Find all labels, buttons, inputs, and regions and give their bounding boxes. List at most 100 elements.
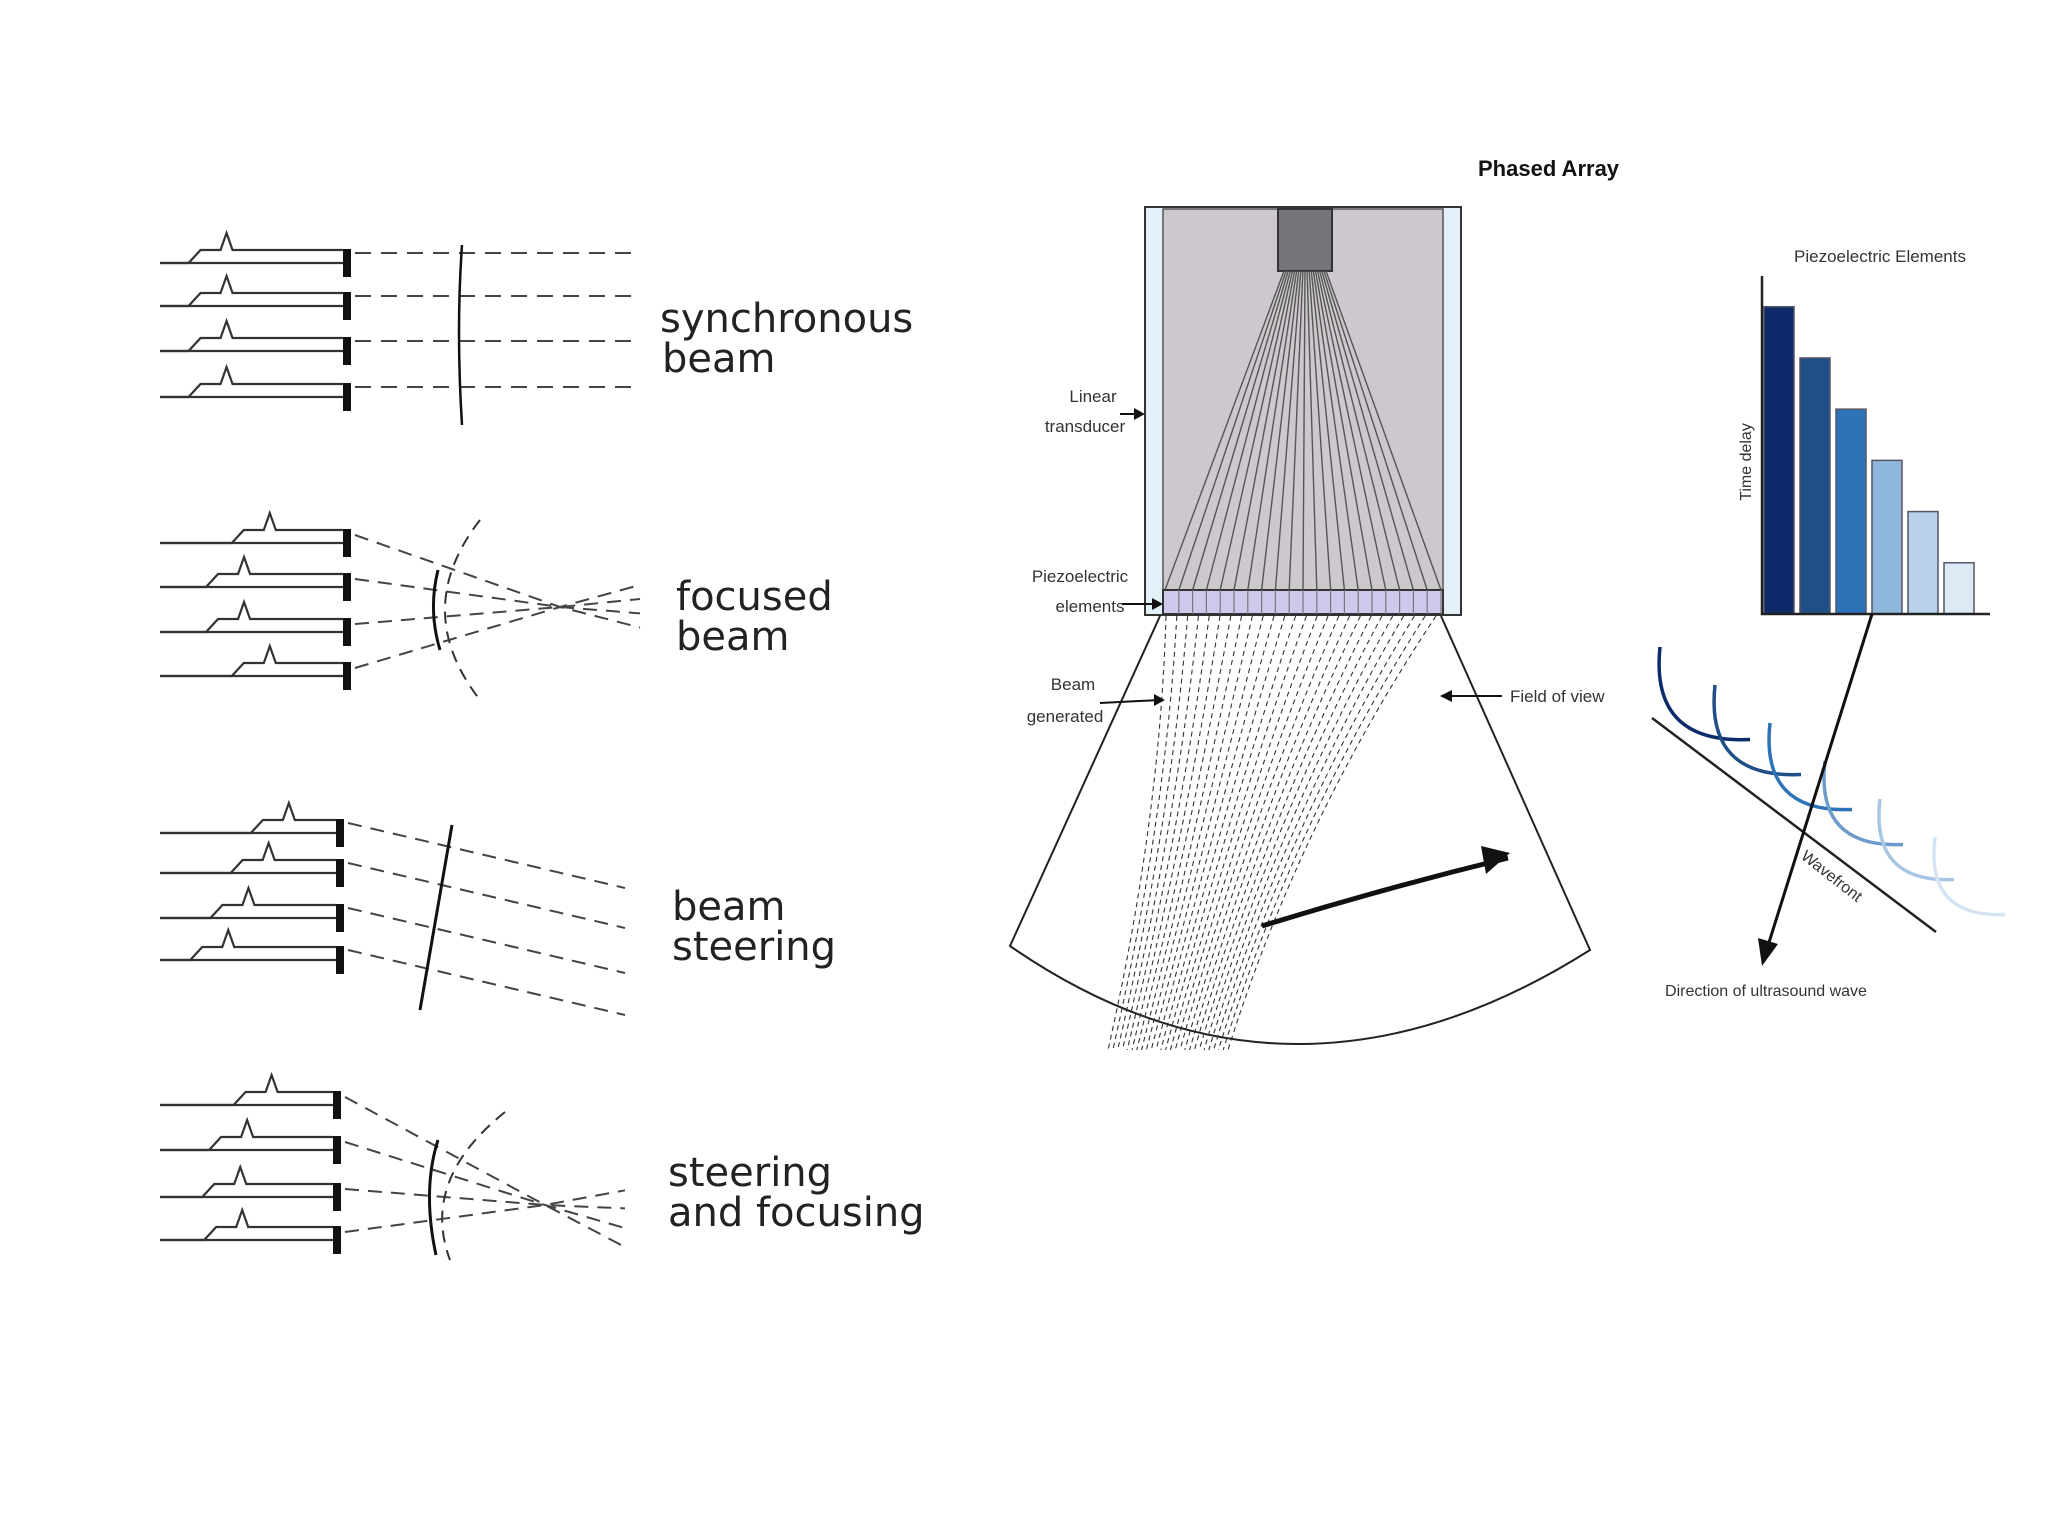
wavelet-arc — [1822, 760, 1904, 847]
transducer-element — [336, 904, 344, 932]
piezo-cells — [1178, 590, 1442, 614]
beam-line — [1189, 615, 1351, 1051]
sweep-arrow — [1261, 855, 1509, 929]
delay-bar — [1907, 510, 1939, 615]
wavelet-arc — [1877, 798, 1955, 882]
row-label-focused: focused — [676, 574, 833, 620]
row-label-steering: steering — [672, 924, 836, 970]
time-delay-chart: Piezoelectric Elements Time delay — [1738, 247, 1990, 616]
element-wire — [1312, 270, 1359, 591]
beam-line — [1213, 615, 1405, 1051]
pulse-trace — [160, 799, 336, 835]
wavefront-line — [418, 824, 454, 1011]
beam-line — [1121, 615, 1199, 1051]
linear-transducer-label-1: Linear — [1069, 387, 1117, 406]
element-wire — [1288, 270, 1304, 591]
transducer-element — [343, 383, 351, 411]
element-wire — [1325, 270, 1442, 591]
row-label-and-focusing: and focusing — [668, 1190, 925, 1236]
wavefront-line — [1651, 717, 1937, 933]
element-wire — [1319, 270, 1401, 591]
linear-transducer-arrowhead — [1134, 408, 1145, 420]
row-synchronous-beam — [160, 229, 640, 426]
transducer-element — [343, 337, 351, 365]
element-wire — [1233, 270, 1296, 591]
beam-line — [1160, 615, 1286, 1051]
beam-ray — [354, 583, 641, 669]
field-of-view-arrowhead — [1440, 690, 1452, 702]
transducer-element — [343, 618, 351, 646]
beam-ray — [344, 1188, 626, 1210]
pulse-trace — [160, 363, 343, 399]
delay-bars — [1763, 305, 1975, 615]
beam-line — [1184, 615, 1340, 1051]
pulse-trace — [160, 509, 343, 545]
generated-beam-lines — [1107, 615, 1437, 1051]
direction-label: Direction of ultrasound wave — [1665, 983, 1867, 1000]
row-focused-beam — [160, 509, 641, 701]
beam-line — [1169, 615, 1307, 1051]
element-wires — [1164, 270, 1442, 591]
pulse-trace — [160, 1071, 333, 1107]
row-label-synchronous-2: beam — [662, 336, 775, 382]
element-wire — [1310, 270, 1346, 591]
transducer-element — [336, 859, 344, 887]
piezo-arrowhead — [1152, 598, 1163, 610]
beam-ray — [347, 949, 626, 1016]
delay-chart-axes — [1760, 276, 1990, 616]
transducer-element — [343, 573, 351, 601]
pulse-trace — [160, 229, 343, 265]
beam-line — [1126, 615, 1210, 1051]
element-wire — [1308, 270, 1332, 591]
direction-arrowhead — [1758, 938, 1778, 966]
focus-arc — [444, 519, 481, 701]
row-label-synchronous: synchronous — [660, 296, 913, 342]
transducer-element — [333, 1136, 341, 1164]
element-wire — [1247, 270, 1298, 591]
beam-ray — [347, 822, 626, 889]
element-wire — [1219, 270, 1294, 591]
wavefront-label: Wavefront — [1798, 848, 1866, 906]
direction-line — [1764, 613, 1874, 953]
beam-line — [1136, 615, 1232, 1051]
pulse-trace — [160, 317, 343, 353]
beam-line — [1208, 615, 1394, 1051]
beam-line — [1155, 615, 1275, 1051]
pulse-trace — [160, 884, 336, 920]
focus-arc — [441, 1111, 506, 1261]
row-label-beam: beam — [672, 884, 785, 930]
wavelet-arc — [1712, 684, 1802, 777]
transducer-element — [343, 662, 351, 690]
sweep-arrowhead — [1481, 846, 1510, 874]
beam-line — [1112, 615, 1178, 1051]
beamforming-panel: synchronous beam focused beam beam steer… — [160, 229, 925, 1261]
pulse-trace — [160, 553, 343, 589]
beam-ray — [354, 578, 641, 615]
transducer-element — [333, 1226, 341, 1254]
beam-line — [1150, 615, 1264, 1051]
element-wire — [1191, 270, 1289, 591]
element-wire — [1316, 270, 1387, 591]
delay-chart-title: Piezoelectric Elements — [1794, 247, 1966, 266]
transducer-element — [336, 946, 344, 974]
beam-ray — [347, 907, 626, 974]
pulse-trace — [160, 598, 343, 634]
transducer-connector — [1277, 208, 1333, 272]
transducer-element — [333, 1183, 341, 1211]
delay-bar — [1835, 408, 1867, 615]
beam-line — [1222, 615, 1426, 1051]
wavelet-arc — [1657, 646, 1751, 742]
beam-line — [1141, 615, 1243, 1051]
beam-ray — [344, 1096, 626, 1248]
wavelet-arc — [1932, 836, 2006, 917]
pulse-trace — [160, 1116, 333, 1152]
beam-ray — [347, 862, 626, 929]
delay-chart-ylabel: Time delay — [1738, 423, 1755, 501]
beam-generated-arrowhead — [1154, 694, 1165, 706]
beam-line — [1131, 615, 1221, 1051]
beam-ray — [344, 1189, 626, 1233]
element-wire — [1178, 270, 1287, 591]
piezo-label-1: Piezoelectric — [1032, 567, 1129, 586]
delay-bar — [1943, 562, 1975, 615]
